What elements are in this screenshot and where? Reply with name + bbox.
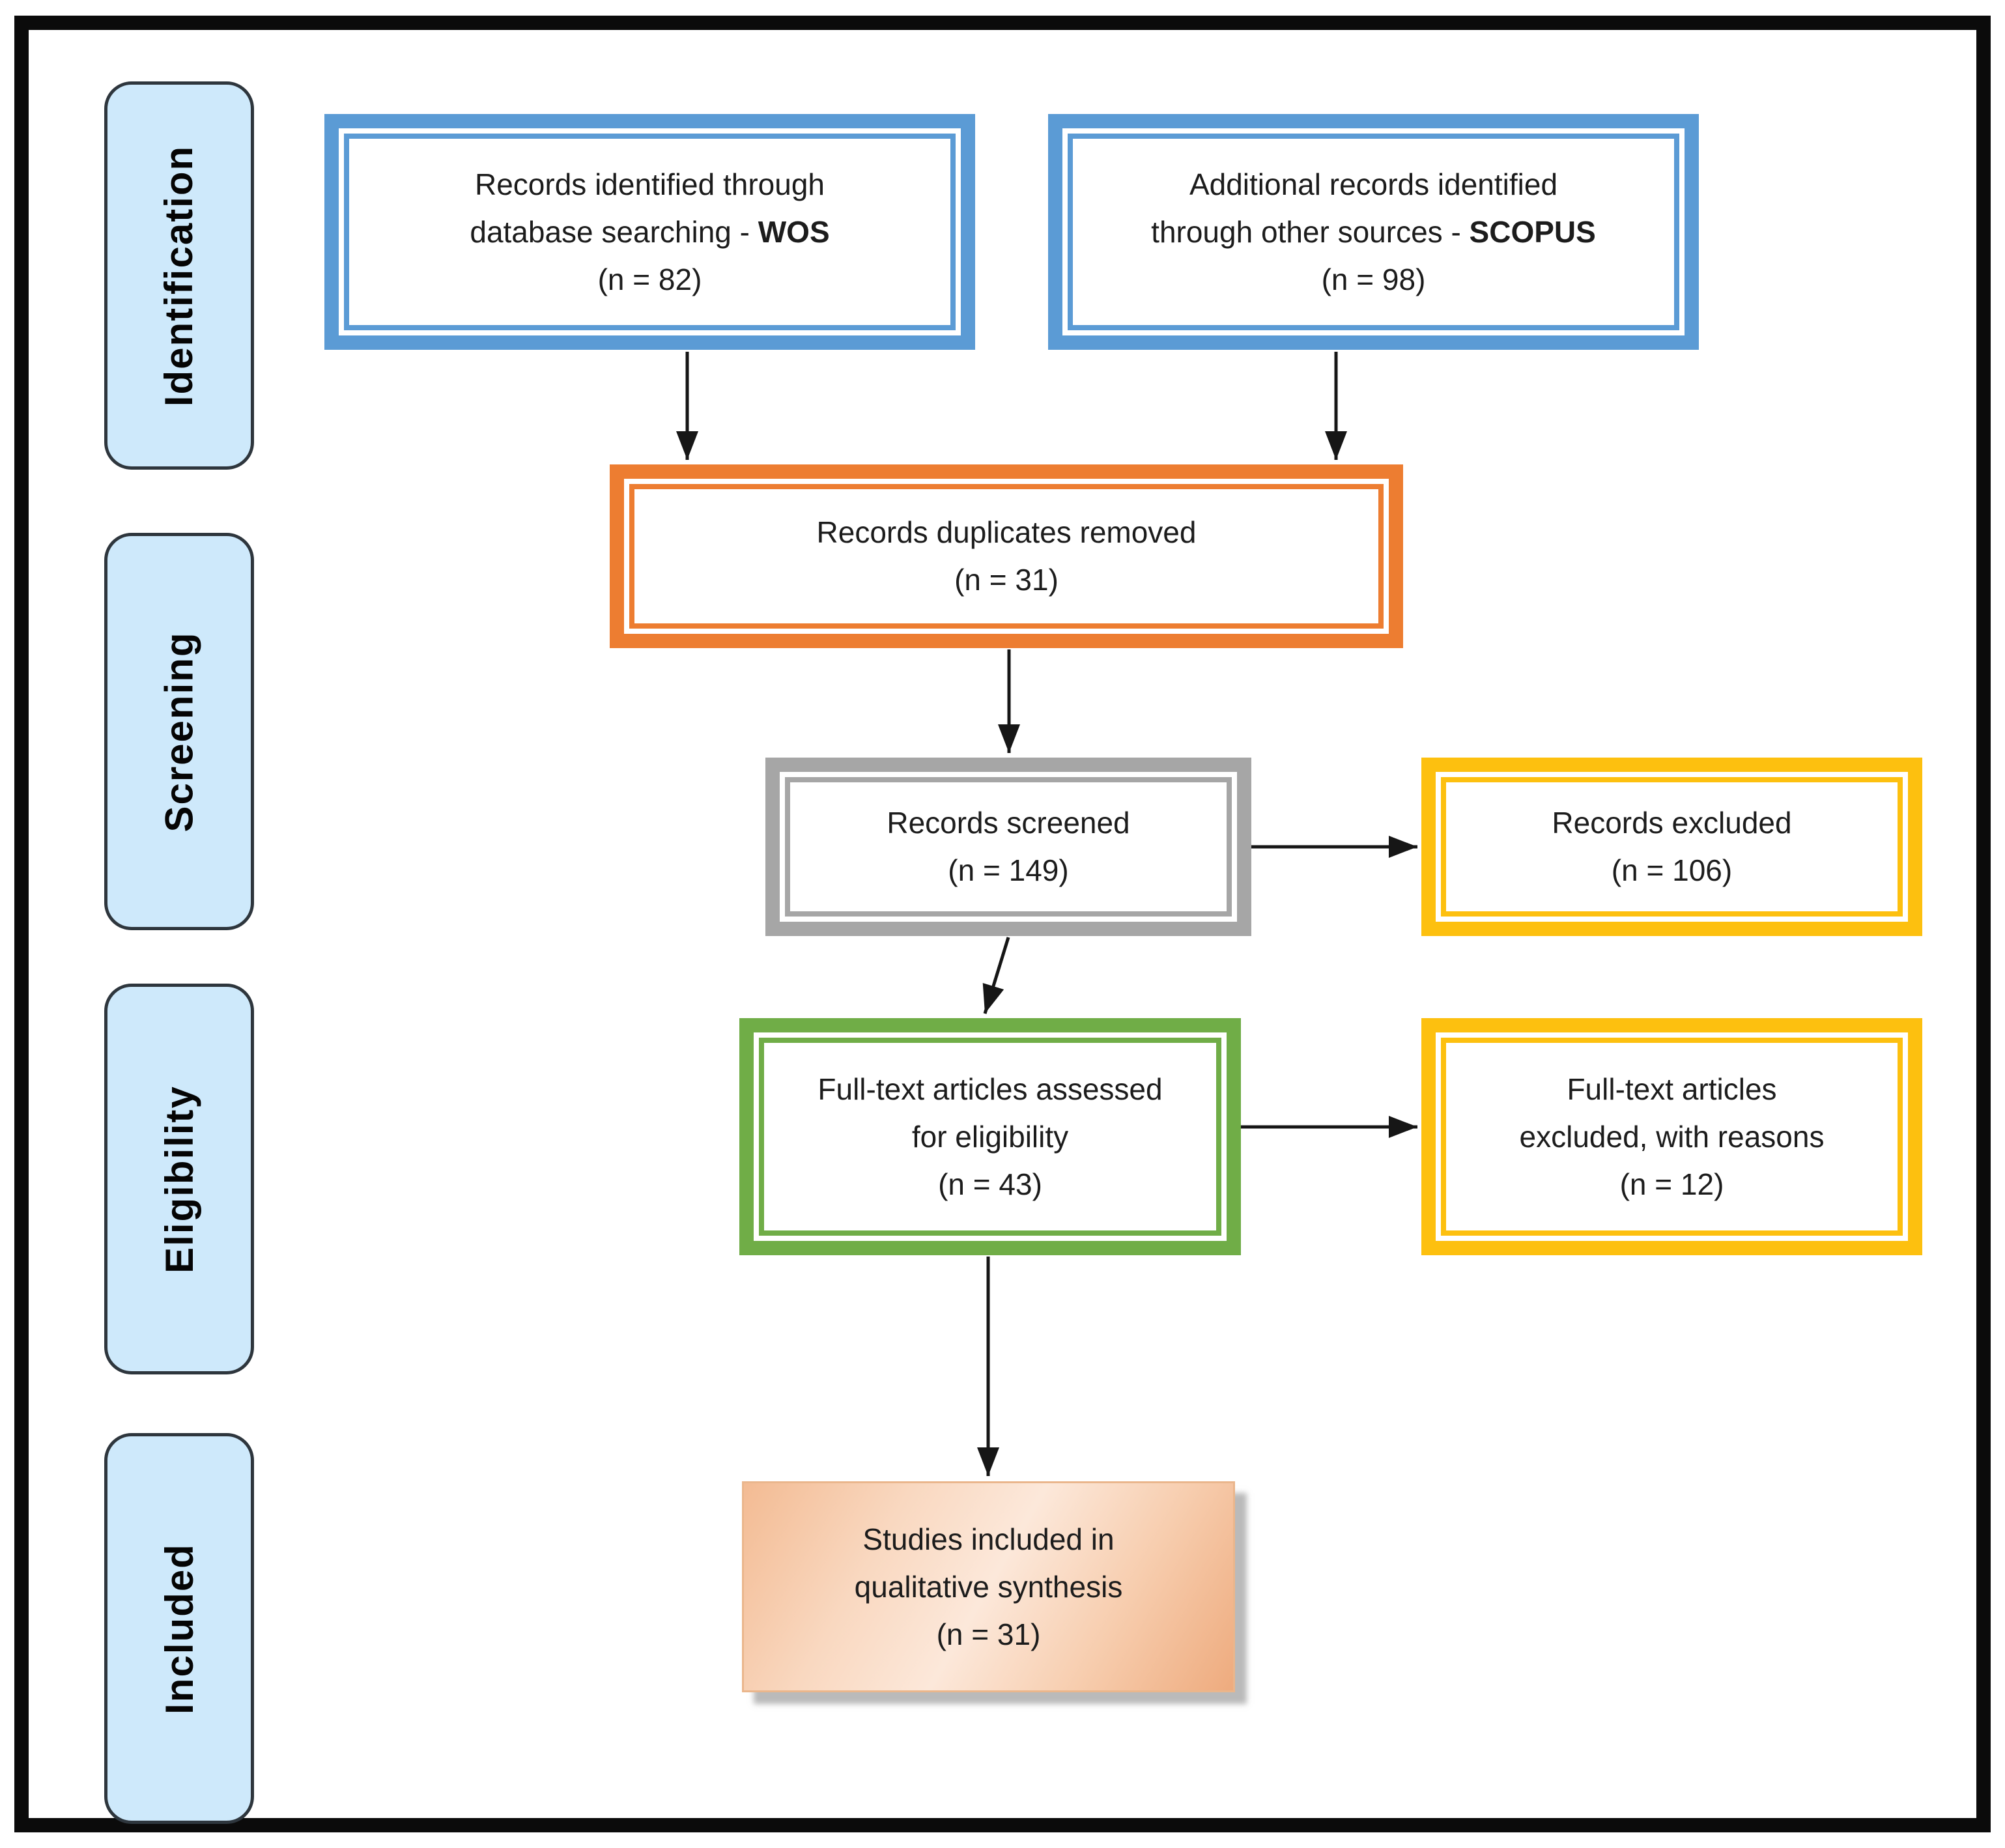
node-fulltext-assessed: Full-text articles assessed for eligibil… [739,1018,1241,1255]
node-count: (n = 82) [597,262,702,296]
node-inner-border: Full-text articles excluded, with reason… [1441,1038,1903,1236]
node-text-line: qualitative synthesis [854,1569,1123,1604]
stage-label-text: Screening [157,631,201,832]
node-text-bold: SCOPUS [1469,214,1596,249]
node-count: (n = 106) [1611,853,1733,887]
node-inner-border: Records screened (n = 149) [785,777,1232,917]
node-studies-included: Studies included in qualitative synthesi… [742,1481,1235,1692]
node-count: (n = 31) [936,1617,1041,1651]
node-count: (n = 31) [954,563,1059,597]
node-count: (n = 98) [1321,262,1426,296]
node-count: (n = 12) [1619,1167,1724,1201]
stage-label-text: Eligibility [157,1085,201,1273]
outer-frame [14,16,1991,1832]
node-text-line: Studies included in [862,1522,1115,1556]
stage-label-text: Included [157,1542,201,1714]
node-records-screened: Records screened (n = 149) [765,758,1251,936]
node-text-line: Records excluded [1552,806,1792,840]
node-text-line: Records screened [887,806,1130,840]
node-count: (n = 43) [938,1167,1042,1201]
node-text-segment: database searching - [470,214,758,249]
node-text-line: through other sources - SCOPUS [1151,208,1596,256]
node-text-line: Additional records identified [1189,167,1558,201]
node-records-excluded: Records excluded (n = 106) [1421,758,1922,936]
node-text-line: Full-text articles [1567,1072,1777,1106]
node-inner-border: Records excluded (n = 106) [1441,777,1903,917]
node-additional-records-scopus: Additional records identified through ot… [1048,114,1699,350]
node-inner-border: Full-text articles assessed for eligibil… [759,1038,1221,1236]
stage-label-eligibility: Eligibility [104,984,254,1374]
node-text-bold: WOS [758,214,830,249]
node-text-line: database searching - WOS [470,208,829,256]
stage-label-identification: Identification [104,81,254,470]
node-inner-border: Additional records identified through ot… [1068,134,1679,330]
node-text-line: for eligibility [911,1119,1069,1154]
node-inner-border: Records identified through database sear… [344,134,956,330]
node-inner-border: Records duplicates removed (n = 31) [629,484,1384,629]
stage-label-included: Included [104,1433,254,1824]
node-count: (n = 149) [948,853,1069,887]
node-text-line: excluded, with reasons [1519,1119,1825,1154]
node-fulltext-excluded: Full-text articles excluded, with reason… [1421,1018,1922,1255]
node-text-segment: through other sources - [1151,214,1470,249]
node-text-line: Full-text articles assessed [818,1072,1163,1106]
node-text-line: Records identified through [475,167,825,201]
stage-label-screening: Screening [104,533,254,930]
node-text-line: Records duplicates removed [816,515,1197,549]
node-duplicates-removed: Records duplicates removed (n = 31) [610,464,1403,648]
stage-label-text: Identification [157,145,201,406]
node-records-identified-wos: Records identified through database sear… [324,114,975,350]
